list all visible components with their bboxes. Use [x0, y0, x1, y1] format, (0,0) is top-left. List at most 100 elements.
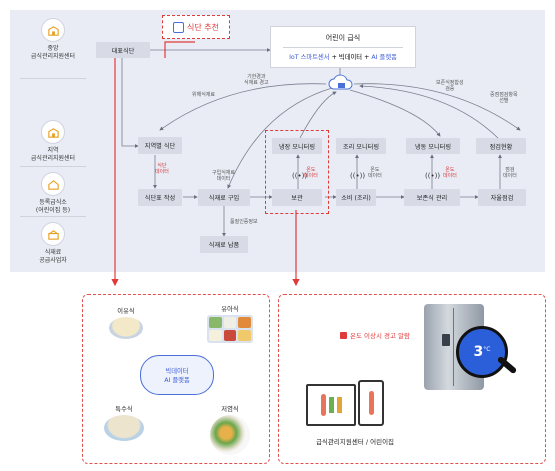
gauge-value: 3: [473, 344, 484, 360]
label-line: 선별: [499, 98, 509, 104]
inspection-box: 점검현황: [476, 138, 526, 154]
main-menu-box: 대표식단: [96, 42, 150, 58]
platform-plus: +: [362, 54, 372, 61]
bigdata-ai-hub: 빅데이터 AI 플랫폼: [140, 355, 214, 395]
temp-data-label: 온도 데이터: [368, 167, 382, 179]
actor-line-1: 중앙: [47, 45, 59, 52]
food-name: 저염식: [221, 406, 239, 413]
actor-line-2: 급식관리지원센터: [30, 154, 76, 162]
platform-bigdata: 빅데이터: [338, 54, 363, 61]
self-check-box: 자율점검: [478, 189, 526, 206]
purchase-data-label: 구입식재료 데이터: [212, 170, 235, 182]
porridge-bowl-icon: [104, 415, 144, 441]
hub-line-1: 빅데이터: [165, 368, 189, 375]
purchase-box: 식재료 구입: [198, 189, 250, 206]
risk-ingredient-label: 위해식재료: [192, 92, 216, 98]
food-name: 이유식: [117, 308, 135, 315]
divider: [20, 78, 86, 79]
temperature-gauge: 3°C: [456, 326, 508, 378]
platform-subtitle: IoT 스마트센서 + 빅데이터 + AI 플랫폼: [271, 52, 415, 61]
fridge-storage-highlight: [265, 130, 329, 214]
menu-recommend-label: 식단 추천: [187, 22, 219, 32]
temp-data-label: 온도 데이터: [443, 167, 457, 179]
quality-info-label: 품질인증정보: [230, 219, 258, 225]
expiry-warning-label: 기한경과 식재료 경고: [244, 74, 269, 86]
monitor-icon: [306, 384, 356, 426]
sensor-wave-icon: ((•)): [292, 172, 308, 180]
sensor-wave-icon: ((•)): [425, 172, 441, 180]
meal-tray-icon: [207, 315, 253, 343]
actor-line-2: 급식관리지원센터: [30, 52, 76, 60]
cook-monitor-box: 조리 모니터링: [336, 138, 386, 154]
actor-line-2: (어린이집 등): [35, 206, 71, 214]
label-line: 온도: [445, 167, 455, 173]
label-line: 데이터: [368, 173, 382, 179]
alert-lock-icon: [340, 331, 347, 339]
keep-verify-label: 보존식정합성 검증: [436, 80, 464, 92]
regional-menu-box: 지역별 식단: [138, 137, 182, 154]
label-line: 데이터: [443, 173, 457, 179]
salad-plate-icon: [210, 415, 250, 455]
gauge-unit: °C: [483, 345, 491, 353]
consume-box: 소비 (조리): [336, 189, 376, 206]
label-line: 데이터: [216, 176, 231, 182]
label-line: 중점점검항목: [490, 92, 518, 98]
platform-title: 어린이 급식: [325, 34, 361, 42]
label-line: 점검: [505, 167, 515, 173]
actor-line-1: 지역: [47, 147, 59, 154]
delivery-box: 식재료 납품: [200, 236, 248, 253]
food-item: 저염식: [200, 404, 260, 455]
hub-line-2: AI 플랫폼: [164, 377, 190, 384]
actor-line-2: 공급사업자: [39, 256, 67, 264]
label-line: 데이터: [155, 169, 169, 175]
porridge-bowl-icon: [109, 317, 143, 339]
actor-central-center: 중앙 급식관리지원센터: [18, 18, 88, 60]
label-line: 구입식재료: [212, 170, 236, 176]
food-item: 유아식: [200, 304, 260, 343]
actor-supplier: 식재료 공급사업자: [18, 222, 88, 264]
platform-iot: IoT 스마트센서: [289, 54, 330, 61]
actor-regional-center: 지역 급식관리지원센터: [18, 120, 88, 162]
label-line: 데이터: [503, 173, 517, 179]
temp-alert-row: 온도 이상시 경고 알람: [340, 330, 410, 340]
school-building-icon: [41, 18, 65, 42]
divider: [283, 47, 403, 48]
label-line: 보존식정합성: [436, 80, 464, 86]
label-line: 식재료 경고: [244, 80, 269, 86]
menu-write-box: 식단표 작성: [138, 189, 182, 206]
house-icon: [41, 172, 65, 196]
label-line: 데이터: [304, 173, 318, 179]
label-line: 온도: [370, 167, 380, 173]
temp-data-label: 온도 데이터: [304, 167, 318, 179]
divider: [20, 216, 86, 217]
platform-plus: +: [329, 54, 339, 61]
food-item: 특수식: [94, 404, 154, 441]
storage-box: 보관: [272, 189, 322, 206]
label-line: 검증: [445, 86, 455, 92]
menu-recommend-box: 식단 추천: [162, 15, 230, 39]
label-line: 식단: [157, 163, 167, 169]
label-line: 기한경과: [247, 74, 266, 80]
food-item: 이유식: [96, 306, 156, 339]
platform-box: 어린이 급식 IoT 스마트센서 + 빅데이터 + AI 플랫폼: [270, 26, 416, 68]
receiver-label: 급식관리지원센터 / 어린이집: [315, 438, 395, 446]
cloud-server-icon: [327, 74, 355, 98]
actor-line-1: 식재료: [44, 249, 62, 256]
ai-chip-icon: [173, 21, 184, 33]
check-select-label: 중점점검항목 선별: [490, 92, 518, 104]
school-building-icon: [41, 120, 65, 144]
temp-alert-label: 온도 이상시 경고 알람: [350, 332, 411, 340]
food-supplier-icon: [41, 222, 65, 246]
fridge-monitor-box: 냉장 모니터링: [272, 138, 322, 154]
label-line: 온도: [306, 167, 316, 173]
actor-registered-facility: 등록급식소 (어린이집 등): [18, 172, 88, 214]
divider: [20, 166, 86, 167]
sensor-wave-icon: ((•)): [350, 172, 366, 180]
food-name: 유아식: [221, 306, 239, 313]
smartphone-icon: [358, 380, 384, 426]
keep-manage-box: 보존식 관리: [404, 189, 460, 206]
temperature-alert-panel: [278, 294, 546, 464]
freezer-monitor-box: 냉동 모니터링: [406, 138, 460, 154]
actor-line-1: 등록급식소: [39, 199, 67, 206]
check-data-label: 점검 데이터: [503, 167, 517, 179]
